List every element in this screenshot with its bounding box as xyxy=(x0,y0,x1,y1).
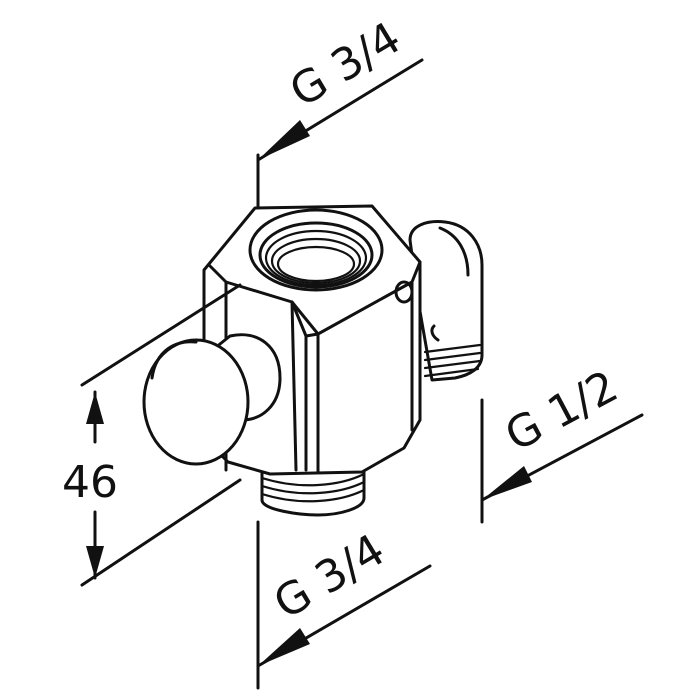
dimension-bottom-label: G 3/4 xyxy=(265,524,393,629)
dimension-top: G 3/4 xyxy=(256,12,424,210)
dimension-top-label: G 3/4 xyxy=(281,12,409,117)
dimension-right: G 1/2 xyxy=(480,361,644,524)
handle-knob[interactable] xyxy=(142,333,282,466)
dimension-height: 46 xyxy=(62,283,242,587)
dimension-bottom: G 3/4 xyxy=(256,520,432,690)
side-outlet xyxy=(408,220,484,382)
top-opening xyxy=(248,208,384,292)
bottom-outlet xyxy=(260,460,366,517)
dimension-height-label: 46 xyxy=(62,457,118,508)
dimension-right-label: G 1/2 xyxy=(497,361,626,462)
